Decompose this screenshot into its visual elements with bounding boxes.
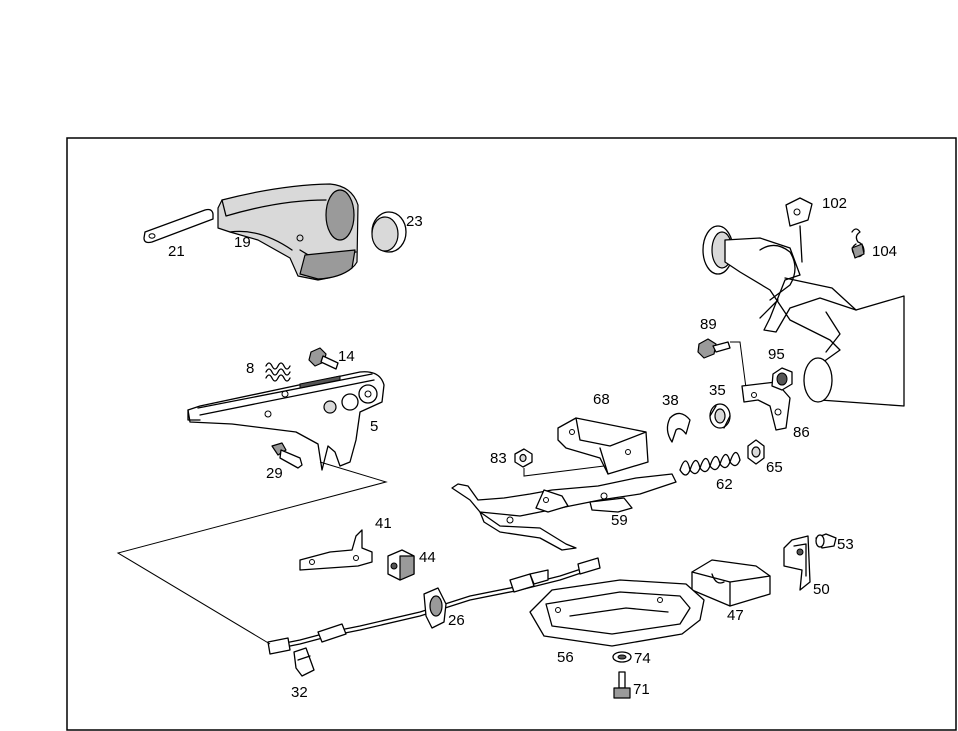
part-104-clamp[interactable] — [851, 228, 865, 259]
label-65: 65 — [766, 459, 783, 476]
label-74: 74 — [634, 650, 651, 667]
label-68: 68 — [593, 391, 610, 408]
group-outline — [116, 461, 388, 645]
label-35: 35 — [709, 382, 726, 399]
label-21: 21 — [168, 243, 185, 260]
label-14: 14 — [338, 348, 355, 365]
label-41: 41 — [375, 515, 392, 532]
part-41-bracket[interactable] — [299, 529, 373, 571]
part-8-spring[interactable] — [265, 362, 291, 382]
part-35-bushing[interactable] — [709, 403, 731, 429]
part-5-lever-bracket[interactable] — [187, 371, 385, 471]
leader-83 — [523, 465, 605, 477]
part-44-clip[interactable] — [387, 549, 415, 581]
label-53: 53 — [837, 536, 854, 553]
label-19: 19 — [234, 234, 251, 251]
label-83: 83 — [490, 450, 507, 467]
part-38-clip[interactable] — [666, 412, 691, 443]
part-14-bolt[interactable] — [308, 347, 339, 370]
part-68-bracket[interactable] — [557, 417, 649, 475]
label-23: 23 — [406, 213, 423, 230]
part-53-pin[interactable] — [815, 533, 837, 549]
part-19-lever-cover[interactable] — [217, 183, 359, 281]
leader-89 — [730, 341, 747, 389]
part-26-cable[interactable] — [267, 557, 601, 655]
label-56: 56 — [557, 649, 574, 666]
part-29-bolt[interactable] — [271, 442, 303, 469]
label-104: 104 — [872, 243, 897, 260]
axle-housing — [702, 225, 905, 407]
label-38: 38 — [662, 392, 679, 409]
label-102: 102 — [822, 195, 847, 212]
part-47-box[interactable] — [691, 559, 771, 607]
part-83-nut[interactable] — [514, 448, 533, 468]
part-102-clip[interactable] — [785, 197, 813, 263]
part-62-spring[interactable] — [679, 451, 741, 476]
part-95-nut[interactable] — [771, 367, 793, 391]
part-65-washer[interactable] — [747, 439, 765, 465]
part-74-washer[interactable] — [612, 651, 632, 663]
label-89: 89 — [700, 316, 717, 333]
label-29: 29 — [266, 465, 283, 482]
label-86: 86 — [793, 424, 810, 441]
label-32: 32 — [291, 684, 308, 701]
part-32-clip[interactable] — [293, 647, 315, 677]
part-89-bolt[interactable] — [697, 338, 731, 359]
label-59: 59 — [611, 512, 628, 529]
label-62: 62 — [716, 476, 733, 493]
label-47: 47 — [727, 607, 744, 624]
part-21-release-lever[interactable] — [143, 208, 214, 244]
label-5: 5 — [370, 418, 378, 435]
part-56-tray[interactable] — [529, 579, 705, 647]
part-71-bolt[interactable] — [613, 671, 631, 699]
label-95: 95 — [768, 346, 785, 363]
part-50-bracket[interactable] — [783, 535, 811, 591]
label-71: 71 — [633, 681, 650, 698]
label-50: 50 — [813, 581, 830, 598]
diagram-frame — [66, 137, 957, 731]
label-26: 26 — [448, 612, 465, 629]
part-59-lever-plate[interactable] — [451, 473, 677, 551]
label-44: 44 — [419, 549, 436, 566]
part-23-cap[interactable] — [371, 211, 407, 253]
label-8: 8 — [246, 360, 254, 377]
